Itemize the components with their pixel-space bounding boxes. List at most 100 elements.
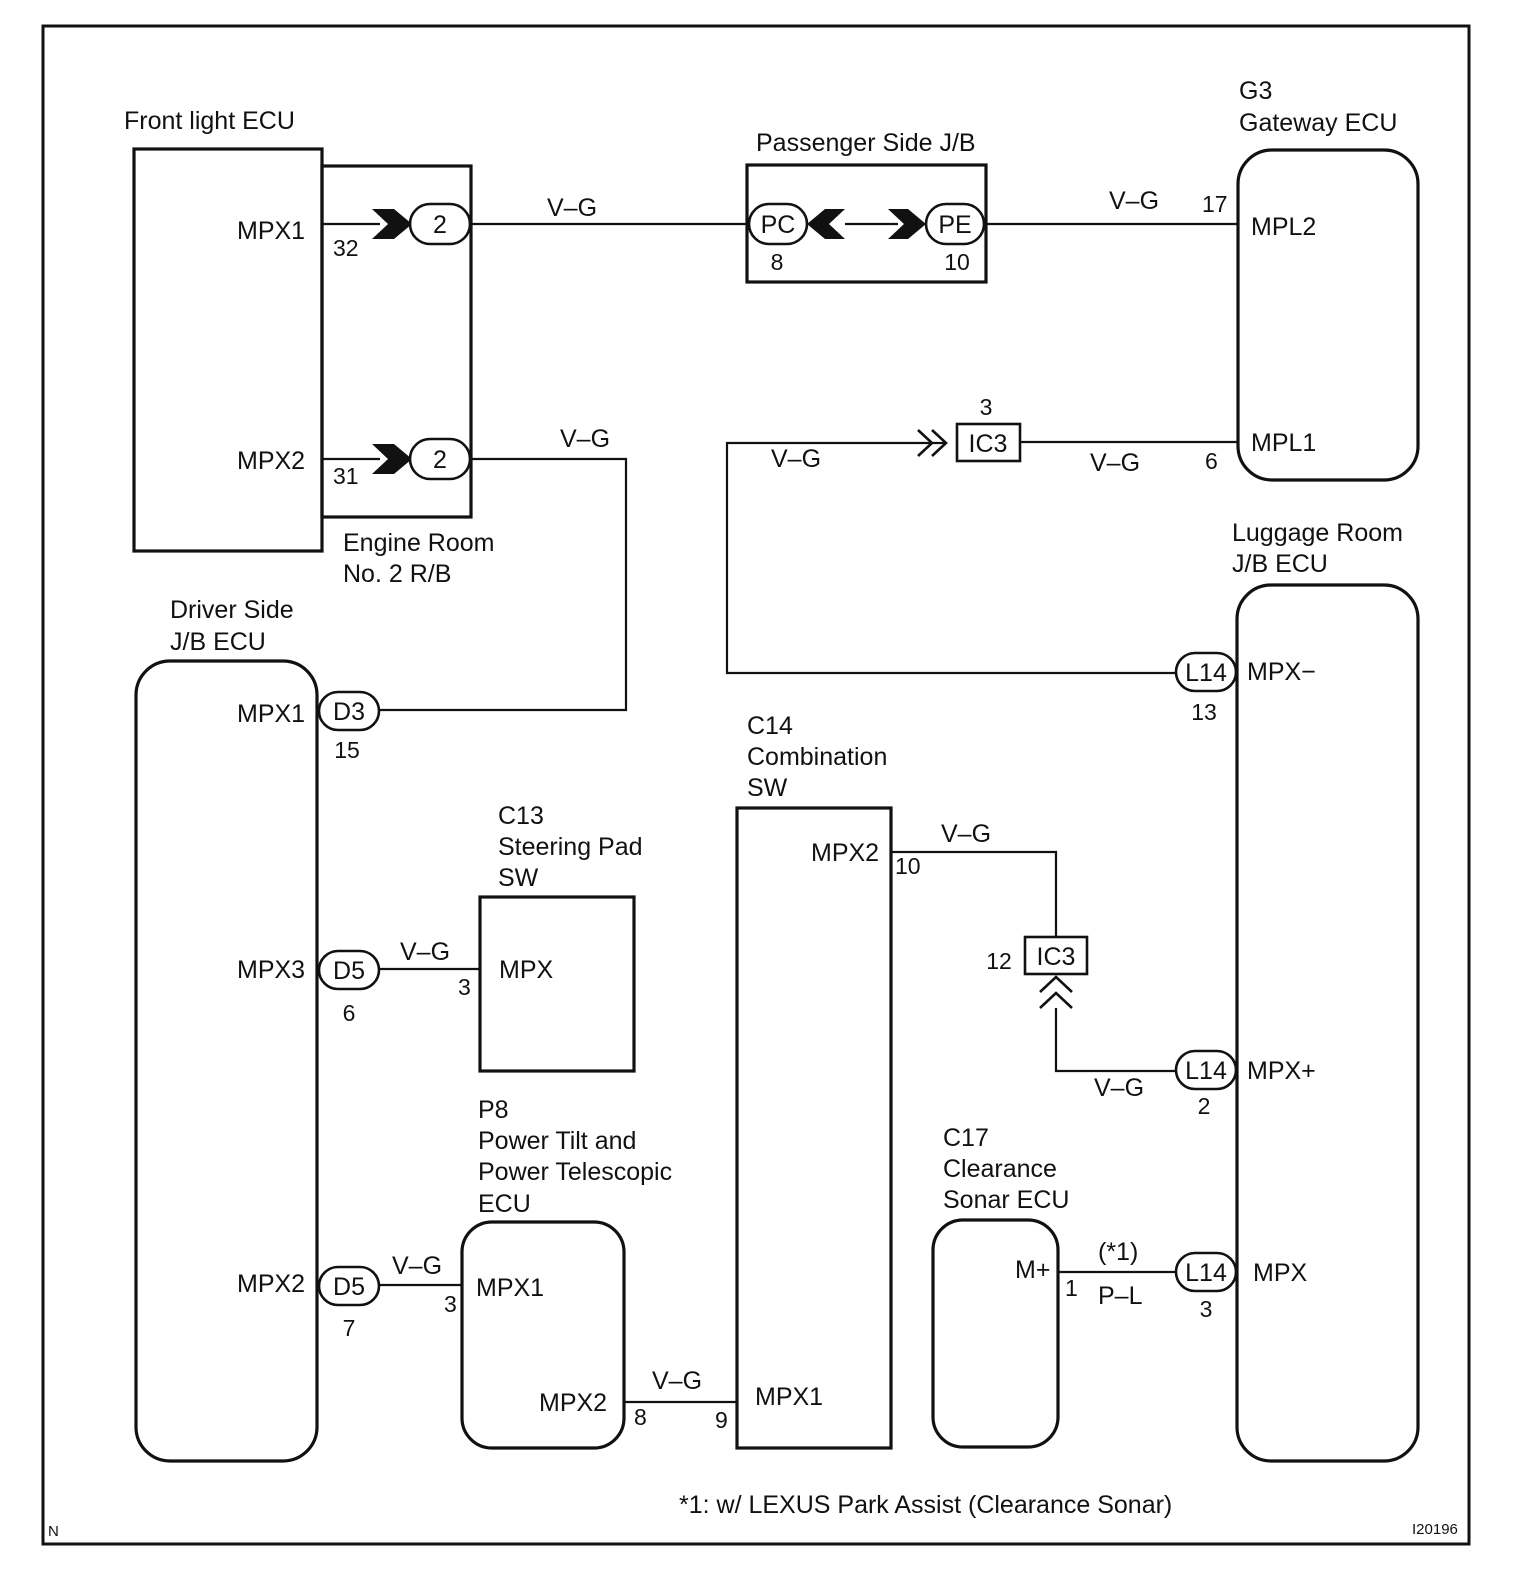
- power-tilt-title-line3: ECU: [478, 1190, 531, 1218]
- luggage-pin-3: 3: [1200, 1296, 1213, 1322]
- driver-side-jb-ecu: Driver Side J/B ECU MPX1 D3 15 MPX3 D5 6…: [134, 596, 381, 1463]
- combination-sw-title-line1: Combination: [747, 743, 887, 771]
- rb-connector-upper-label: 2: [433, 211, 447, 239]
- steering-pad-pin-3: 3: [458, 974, 471, 1000]
- power-tilt-mpx1-label: MPX1: [476, 1274, 544, 1302]
- driver-jb-title-line2: J/B ECU: [170, 628, 266, 656]
- clearance-sonar-pin-1: 1: [1065, 1275, 1078, 1301]
- wire-color-label: V–G: [547, 194, 597, 222]
- engine-room-rb-title-line1: Engine Room: [343, 529, 494, 557]
- svg-text:IC3: IC3: [969, 430, 1008, 458]
- svg-text:D5: D5: [333, 1273, 365, 1301]
- luggage-jb-title-line2: J/B ECU: [1232, 550, 1328, 578]
- gateway-ecu-title: Gateway ECU: [1239, 109, 1397, 137]
- power-tilt-mpx2-label: MPX2: [539, 1389, 607, 1417]
- steering-pad-title-line2: SW: [498, 864, 539, 892]
- connector-arrow-icon: [807, 209, 845, 239]
- power-tilt-title-line1: Power Tilt and: [478, 1127, 636, 1155]
- luggage-pin-13: 13: [1191, 699, 1217, 725]
- svg-text:L14: L14: [1185, 1259, 1227, 1287]
- wire-harness: [379, 222, 1238, 1404]
- clearance-sonar-code: C17: [943, 1124, 989, 1152]
- wire-color-label: V–G: [1109, 187, 1159, 215]
- steering-pad-title-line1: Steering Pad: [498, 833, 643, 861]
- front-light-ecu: Front light ECU MPX1 MPX2 32 31: [124, 107, 359, 553]
- clearance-sonar-ecu: C17 Clearance Sonar ECU M+ 1: [931, 1124, 1078, 1449]
- front-light-ecu-title: Front light ECU: [124, 107, 295, 135]
- luggage-mpx-label: MPX: [1253, 1259, 1308, 1287]
- power-tilt-pin-3: 3: [444, 1291, 457, 1317]
- driver-mpx1-label: MPX1: [237, 700, 305, 728]
- gateway-mpl1-label: MPL1: [1251, 429, 1316, 457]
- clearance-sonar-title-line1: Clearance: [943, 1155, 1057, 1183]
- wire-color-label: V–G: [1090, 449, 1140, 477]
- clearance-sonar-mplus-label: M+: [1015, 1256, 1050, 1284]
- svg-text:D5: D5: [333, 957, 365, 985]
- clearance-sonar-title-line2: Sonar ECU: [943, 1186, 1069, 1214]
- svg-text:L14: L14: [1185, 1057, 1227, 1085]
- passenger-side-jb-title: Passenger Side J/B: [756, 129, 976, 157]
- wire-color-label: V–G: [652, 1367, 702, 1395]
- svg-text:PC: PC: [761, 211, 796, 239]
- steering-pad-sw: C13 Steering Pad SW MPX 3: [458, 802, 643, 1073]
- gateway-ecu: G3 Gateway ECU MPL2 MPL1 17 6: [1202, 77, 1420, 482]
- connector-arrow-icon: [888, 209, 926, 239]
- luggage-mpx-minus-label: MPX−: [1247, 658, 1316, 686]
- wire-color-label: V–G: [392, 1252, 442, 1280]
- steering-pad-mpx-label: MPX: [499, 956, 554, 984]
- engine-room-rb-title-line2: No. 2 R/B: [343, 560, 451, 588]
- combination-sw: C14 Combination SW MPX2 MPX1 10 9: [715, 712, 921, 1450]
- engine-room-rb: Engine Room No. 2 R/B 2 2: [320, 164, 494, 588]
- chevron-up-icon: [1039, 975, 1073, 1009]
- wire-color-label: P–L: [1098, 1282, 1143, 1310]
- gateway-ecu-code: G3: [1239, 77, 1272, 105]
- svg-text:L14: L14: [1185, 659, 1227, 687]
- wire-color-label: V–G: [941, 820, 991, 848]
- footnote-marker: (*1): [1098, 1238, 1138, 1266]
- combination-pin-10: 10: [895, 853, 921, 879]
- driver-pin-15: 15: [334, 737, 360, 763]
- diagram-frame: [41, 24, 1471, 1546]
- power-tilt-title-line2: Power Telescopic: [478, 1158, 672, 1186]
- rb-connector-lower-label: 2: [433, 446, 447, 474]
- luggage-pin-2: 2: [1198, 1093, 1211, 1119]
- combination-sw-code: C14: [747, 712, 793, 740]
- wire-color-label: V–G: [560, 425, 610, 453]
- figure-id: I20196: [1412, 1521, 1458, 1538]
- front-light-ecu-mpx2-label: MPX2: [237, 447, 305, 475]
- connector-arrow-icon: [372, 209, 412, 239]
- gateway-pin-6: 6: [1205, 448, 1218, 474]
- frame-corner-left: N: [48, 1523, 59, 1540]
- passenger-jb-pin-8: 8: [771, 249, 784, 275]
- gateway-mpl2-label: MPL2: [1251, 213, 1316, 241]
- power-tilt-pin-8: 8: [634, 1404, 647, 1430]
- driver-mpx2-label: MPX2: [237, 1270, 305, 1298]
- gateway-pin-17: 17: [1202, 191, 1228, 217]
- combination-mpx1-label: MPX1: [755, 1383, 823, 1411]
- ic3-upper-pin: 3: [980, 394, 993, 420]
- wire-color-label: V–G: [400, 938, 450, 966]
- wire-color-label: V–G: [1094, 1074, 1144, 1102]
- driver-mpx3-label: MPX3: [237, 956, 305, 984]
- power-tilt-code: P8: [478, 1096, 509, 1124]
- steering-pad-code: C13: [498, 802, 544, 830]
- svg-text:PE: PE: [938, 211, 971, 239]
- passenger-side-jb: Passenger Side J/B PC PE 8 10: [745, 129, 988, 284]
- driver-pin-6: 6: [343, 1000, 356, 1026]
- driver-pin-7: 7: [343, 1315, 356, 1341]
- ic3-upper-junction: 3 IC3: [917, 394, 1022, 463]
- combination-mpx2-label: MPX2: [811, 839, 879, 867]
- footnote: *1: w/ LEXUS Park Assist (Clearance Sona…: [679, 1491, 1172, 1519]
- luggage-mpx-plus-label: MPX+: [1247, 1057, 1316, 1085]
- svg-text:D3: D3: [333, 698, 365, 726]
- ic3-lower-junction: IC3 12: [986, 935, 1089, 1009]
- front-light-ecu-mpx1-label: MPX1: [237, 217, 305, 245]
- power-tilt-ecu: P8 Power Tilt and Power Telescopic ECU M…: [444, 1096, 672, 1450]
- luggage-room-jb-ecu: Luggage Room J/B ECU L14 MPX− 13 L14 MPX…: [1174, 519, 1420, 1463]
- front-light-ecu-pin-31: 31: [333, 463, 359, 489]
- luggage-jb-title-line1: Luggage Room: [1232, 519, 1403, 547]
- ic3-lower-pin: 12: [986, 948, 1012, 974]
- passenger-jb-pin-10: 10: [944, 249, 970, 275]
- driver-jb-title-line1: Driver Side: [170, 596, 294, 624]
